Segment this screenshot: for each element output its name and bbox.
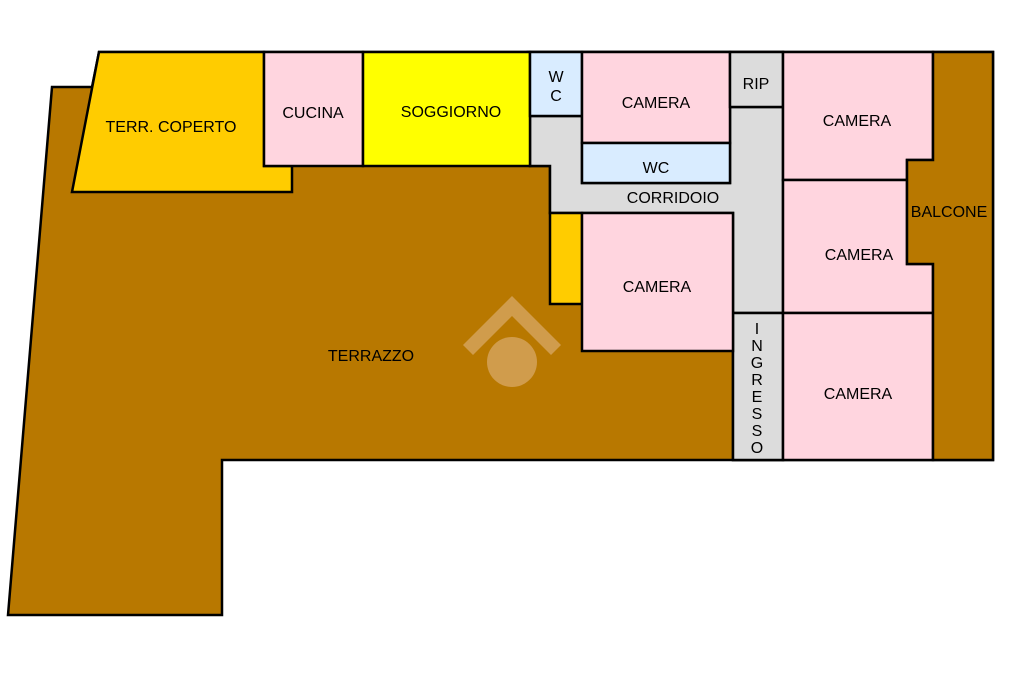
label-balcone: BALCONE xyxy=(911,204,987,221)
label-terr-coperto: TERR. COPERTO xyxy=(106,119,237,136)
label-rip: RIP xyxy=(743,76,770,93)
label-corridoio: CORRIDOIO xyxy=(627,190,719,207)
ingresso-letter: O xyxy=(751,440,763,457)
ingresso-letter: R xyxy=(751,372,763,389)
ingresso-letter: S xyxy=(752,423,763,440)
cucina-area xyxy=(262,50,365,168)
label-camera-mid: CAMERA xyxy=(623,279,692,296)
label-wc-small-2: C xyxy=(550,88,562,105)
ingresso-letter: S xyxy=(752,406,763,423)
label-camera-top: CAMERA xyxy=(622,95,691,112)
wc-small-area xyxy=(528,50,584,118)
label-cucina: CUCINA xyxy=(282,105,344,122)
label-wc: WC xyxy=(643,160,670,177)
ingresso-letter: E xyxy=(752,389,763,406)
balcone-area xyxy=(905,50,995,462)
camera-top-area xyxy=(580,50,732,145)
wc-area xyxy=(580,141,732,185)
label-terrazzo: TERRAZZO xyxy=(328,348,414,365)
label-camera-right-mid: CAMERA xyxy=(825,247,894,264)
camera-mid-area xyxy=(580,211,735,353)
label-wc-small-1: W xyxy=(548,69,564,86)
camera-right-bottom-area xyxy=(781,311,935,462)
label-camera-right-bottom: CAMERA xyxy=(824,386,893,403)
label-ingresso: I N G R E S S O xyxy=(751,321,763,457)
storage-area xyxy=(548,211,584,306)
label-camera-right-top: CAMERA xyxy=(823,113,892,130)
ingresso-letter: N xyxy=(751,338,763,355)
logo-mark-icon xyxy=(463,296,561,387)
ingresso-letter: I xyxy=(755,321,759,338)
soggiorno-area xyxy=(361,50,532,168)
label-soggiorno: SOGGIORNO xyxy=(401,104,501,121)
ingresso-letter: G xyxy=(751,355,763,372)
